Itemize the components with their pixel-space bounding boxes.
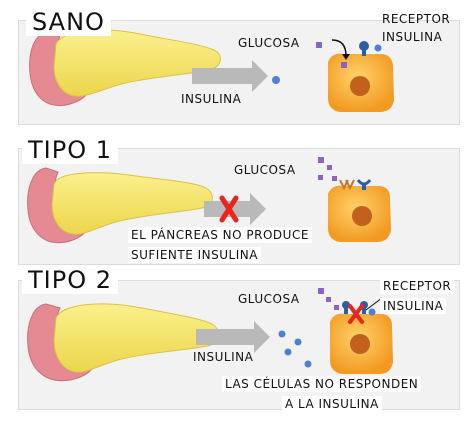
cross-icon: [348, 304, 364, 324]
insulin-receptor-sano: [359, 41, 369, 56]
glucose-molecule: [318, 288, 324, 294]
receptor-label-tipo2-line2: INSULINA: [380, 298, 447, 314]
insulin-molecule: [304, 360, 312, 368]
pancreas-tipo2: [27, 303, 219, 382]
glucose-molecule: [334, 305, 339, 310]
section-title-sano: SANO: [26, 8, 111, 36]
closed-receptor: [339, 179, 355, 191]
cross-icon: [219, 195, 239, 223]
glucose-molecule: [318, 175, 323, 180]
glucose-label-tipo1: GLUCOSA: [234, 163, 296, 177]
insulin-molecule: [278, 330, 286, 338]
nucleus: [352, 206, 372, 226]
arrow-sano: [192, 60, 268, 92]
receptor-label-sano-line2: INSULINA: [382, 30, 443, 44]
glucose-label-sano: GLUCOSA: [238, 36, 300, 50]
receptor-label-tipo2-line1: RECEPTOR: [380, 278, 455, 294]
caption-tipo1-line2: SUFIENTE INSULINA: [128, 247, 261, 263]
glucose-molecule: [326, 297, 331, 302]
insulin-receptor-tipo1: [356, 179, 372, 190]
pancreas-tipo1: [27, 167, 213, 244]
pancreas-sano: [29, 29, 221, 106]
insulin-molecule: [374, 44, 382, 52]
insulin-label-sano: INSULINA: [181, 92, 242, 106]
insulin-molecule: [368, 308, 376, 316]
insulin-molecule: [284, 348, 292, 356]
section-title-tipo2: TIPO 2: [22, 266, 118, 294]
insulin-molecule: [294, 338, 302, 346]
arrow-tipo2: [196, 321, 270, 353]
glucose-molecule: [318, 157, 324, 163]
receptor-label-sano-line1: RECEPTOR: [382, 12, 451, 26]
glucose-molecule: [341, 62, 347, 68]
insulin-label-tipo2: INSULINA: [193, 350, 254, 364]
glucose-molecule: [332, 176, 337, 181]
glucose-molecule: [316, 42, 322, 48]
glucose-entry-arrow: [331, 39, 347, 57]
nucleus: [350, 334, 370, 354]
caption-tipo2-line2: A LA INSULINA: [282, 396, 382, 412]
cell-tipo2: [330, 313, 393, 374]
nucleus: [350, 76, 370, 96]
label-pointer: [365, 297, 383, 311]
caption-tipo1-line1: EL PÁNCREAS NO PRODUCE: [128, 227, 312, 243]
caption-tipo2-line1: LAS CÉLULAS NO RESPONDEN: [222, 376, 422, 392]
arrow-tipo1: [204, 193, 266, 225]
glucose-label-tipo2: GLUCOSA: [238, 292, 300, 306]
cell-tipo1: [328, 185, 391, 242]
insulin-receptor-tipo2: [342, 301, 368, 314]
insulin-molecule: [272, 76, 280, 84]
cell-sano: [328, 53, 394, 112]
section-title-tipo1: TIPO 1: [22, 136, 118, 164]
glucose-entry-arrowhead: [342, 54, 350, 60]
glucose-molecule: [327, 165, 332, 170]
